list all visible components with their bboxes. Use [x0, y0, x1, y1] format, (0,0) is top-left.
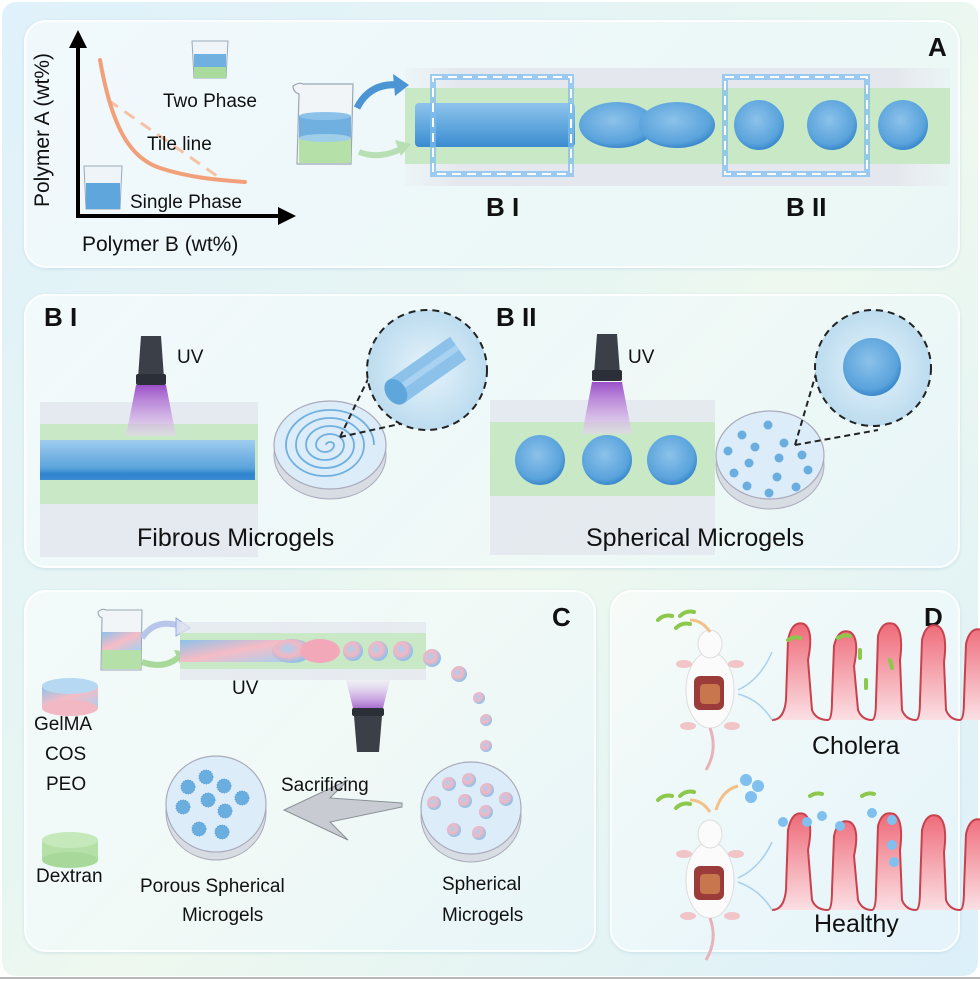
vibrio-bacteria-icon — [656, 609, 894, 690]
material-peo: PEO — [46, 774, 87, 795]
zoom-callout-lines — [339, 374, 419, 438]
falling-droplet — [473, 692, 485, 704]
beaker-icon — [97, 608, 143, 671]
droplet — [582, 435, 632, 485]
petri-dish-spheres-icon — [420, 761, 522, 863]
microfluidic-channel — [292, 68, 950, 186]
box-label-b2: B II — [786, 192, 827, 222]
spherical-caption-line2: Microgels — [442, 905, 524, 926]
mouse-cholera-icon — [674, 628, 746, 772]
uv-beam — [126, 385, 176, 436]
falling-droplet — [451, 666, 467, 682]
beaker-single-phase-icon — [83, 165, 123, 210]
mouse-healthy-icon — [674, 818, 746, 962]
uv-beam — [582, 382, 632, 434]
sphere-zoom-icon — [843, 338, 901, 396]
uv-beam — [346, 680, 390, 712]
droplet — [734, 100, 784, 150]
caption-fibrous-microgels: Fibrous Microgels — [137, 524, 335, 552]
binodal-curve — [98, 58, 247, 184]
blue-flow-arrow-icon — [353, 81, 401, 110]
sphere-crosslinking-illustration — [490, 309, 932, 555]
bottom-divider — [0, 977, 980, 979]
fiber-segment-icon — [384, 336, 467, 405]
mix-droplet — [393, 641, 413, 661]
spherical-caption-line1: Spherical — [442, 874, 522, 895]
porous-microgel-process — [42, 608, 522, 868]
mix-droplet — [343, 641, 363, 661]
villi-healthy-icon — [771, 812, 980, 911]
porous-caption-line1: Porous Spherical — [140, 876, 285, 897]
box-label-b1: B I — [486, 192, 520, 222]
microgel-particles-icon — [740, 774, 899, 867]
in-vivo-illustration — [656, 609, 980, 962]
petri-dish-porous-icon — [165, 755, 267, 861]
uv-lamp-icon — [136, 336, 166, 385]
beaker-two-phase-icon — [191, 40, 229, 79]
droplet — [807, 100, 857, 150]
material-gelma: GelMA — [34, 714, 93, 735]
uv-label-b1: UV — [177, 347, 204, 368]
falling-droplet — [423, 649, 441, 667]
material-dextran: Dextran — [36, 866, 103, 887]
necking-droplet — [639, 102, 715, 148]
petri-dish-spiral-icon — [273, 400, 387, 500]
fiber-crosslinking-illustration — [40, 309, 488, 557]
droplet — [647, 435, 697, 485]
highlight-box-b2 — [722, 74, 870, 177]
x-axis-label: Polymer B (wt%) — [82, 233, 239, 256]
uv-lamp-icon — [592, 334, 622, 381]
fiber — [40, 440, 255, 480]
falling-droplet — [480, 740, 492, 752]
panel-letter-b2: B II — [496, 302, 537, 332]
phase-diagram — [69, 30, 296, 225]
uv-lamp-icon — [352, 708, 384, 752]
beaker-icon — [292, 82, 354, 165]
tie-line-label: Tile line — [147, 134, 212, 155]
panel-letter-a: A — [928, 32, 947, 62]
fiber-jet — [415, 103, 575, 147]
vibrio-bacteria-icon — [656, 789, 876, 810]
petri-dish-spheres-icon — [715, 410, 825, 510]
panel-letter-d: D — [924, 602, 943, 632]
single-phase-label: Single Phase — [130, 192, 242, 213]
tie-line — [107, 98, 221, 180]
green-flow-arrow-icon — [141, 653, 183, 668]
x-axis-arrow-icon — [278, 207, 296, 225]
y-axis-arrow-icon — [69, 30, 87, 48]
y-axis-label: Polymer A (wt%) — [31, 52, 55, 208]
droplet — [878, 100, 928, 150]
necking-droplet — [579, 102, 655, 148]
green-flow-arrow-icon — [357, 145, 405, 159]
dextran-disc-icon — [42, 832, 98, 868]
sacrificing-label: Sacrificing — [281, 775, 369, 796]
caption-spherical-microgels: Spherical Microgels — [586, 524, 805, 552]
sacrificing-arrow-icon — [282, 779, 403, 841]
material-cos: COS — [45, 744, 87, 765]
ingestion-arrow-icon — [689, 784, 739, 813]
falling-droplet — [480, 714, 492, 726]
droplet — [515, 435, 565, 485]
villi-cholera-icon — [771, 622, 980, 721]
panel-letter-b1: B I — [44, 302, 78, 332]
uv-label-b2: UV — [628, 347, 655, 368]
gelma-cos-peo-disc-icon — [42, 678, 98, 716]
ingestion-arrow-icon — [689, 618, 712, 633]
caption-cholera: Cholera — [812, 732, 900, 760]
caption-healthy: Healthy — [814, 910, 899, 938]
porous-caption-line2: Microgels — [182, 905, 264, 926]
mix-flow-arrow-icon — [139, 620, 181, 640]
panel-letter-c: C — [552, 602, 571, 632]
mix-jet — [180, 640, 290, 662]
mix-droplet — [368, 641, 388, 661]
two-phase-label: Two Phase — [163, 91, 257, 112]
uv-label-c: UV — [232, 678, 259, 699]
